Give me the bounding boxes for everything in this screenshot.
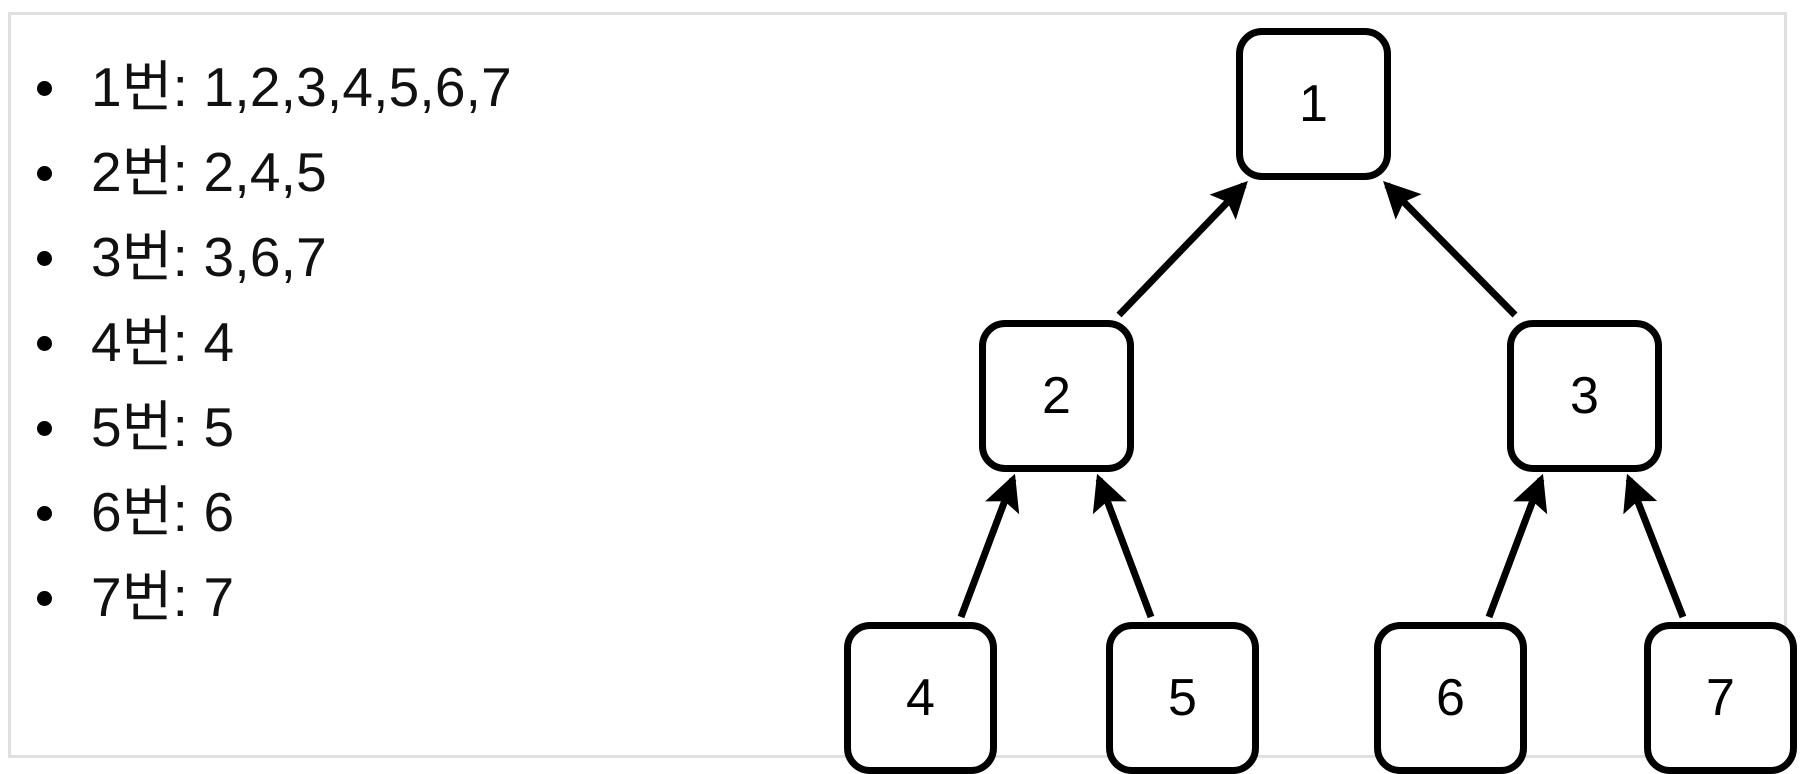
bullet-icon bbox=[37, 335, 52, 351]
tree-node-4[interactable]: 4 bbox=[844, 622, 997, 774]
edge-4-to-2 bbox=[957, 473, 1020, 619]
bullet-icon bbox=[37, 420, 52, 436]
list-item: 7번: 7 bbox=[15, 555, 775, 640]
bullet-icon bbox=[37, 165, 52, 181]
list-item-label: 5번: 5 bbox=[91, 396, 235, 458]
edge-2-to-1 bbox=[1116, 180, 1248, 318]
list-item-label: 3번: 3,6,7 bbox=[91, 226, 327, 288]
adjacency-list: 1번: 1,2,3,4,5,6,7 2번: 2,4,5 3번: 3,6,7 4번… bbox=[15, 45, 775, 640]
tree-node-3[interactable]: 3 bbox=[1507, 320, 1662, 472]
tree-node-label: 1 bbox=[1299, 75, 1328, 133]
content-panel: 1 2 3 4 5 6 7 1번: 1,2 bbox=[8, 12, 1797, 774]
list-item: 1번: 1,2,3,4,5,6,7 bbox=[15, 45, 775, 130]
list-item-label: 1번: 1,2,3,4,5,6,7 bbox=[91, 56, 512, 118]
bullet-icon bbox=[37, 80, 52, 96]
list-item: 2번: 2,4,5 bbox=[15, 130, 775, 215]
edge-7-to-3 bbox=[1623, 473, 1687, 619]
list-item-label: 2번: 2,4,5 bbox=[91, 141, 327, 203]
list-item: 5번: 5 bbox=[15, 385, 775, 470]
bullet-icon bbox=[37, 250, 52, 266]
tree-node-label: 4 bbox=[906, 669, 935, 727]
list-item: 6번: 6 bbox=[15, 470, 775, 555]
tree-node-label: 3 bbox=[1570, 367, 1599, 425]
tree-node-5[interactable]: 5 bbox=[1106, 622, 1259, 774]
tree-node-2[interactable]: 2 bbox=[979, 320, 1134, 472]
tree-diagram: 1 2 3 4 5 6 7 bbox=[11, 15, 1804, 774]
list-item-label: 4번: 4 bbox=[91, 311, 235, 373]
list-item: 4번: 4 bbox=[15, 300, 775, 385]
list-item: 3번: 3,6,7 bbox=[15, 215, 775, 300]
tree-node-label: 2 bbox=[1042, 367, 1071, 425]
bullet-icon bbox=[37, 590, 52, 606]
tree-node-7[interactable]: 7 bbox=[1644, 622, 1797, 774]
tree-node-1[interactable]: 1 bbox=[1236, 28, 1391, 180]
list-item-label: 7번: 7 bbox=[91, 566, 235, 628]
list-item-label: 6번: 6 bbox=[91, 481, 235, 543]
edge-3-to-1 bbox=[1383, 181, 1518, 318]
bullet-icon bbox=[37, 505, 52, 521]
tree-node-6[interactable]: 6 bbox=[1374, 622, 1527, 774]
edge-6-to-3 bbox=[1485, 473, 1548, 619]
tree-node-label: 6 bbox=[1436, 669, 1465, 727]
edge-5-to-2 bbox=[1092, 473, 1155, 619]
tree-node-label: 5 bbox=[1168, 669, 1197, 727]
tree-node-label: 7 bbox=[1706, 669, 1735, 727]
